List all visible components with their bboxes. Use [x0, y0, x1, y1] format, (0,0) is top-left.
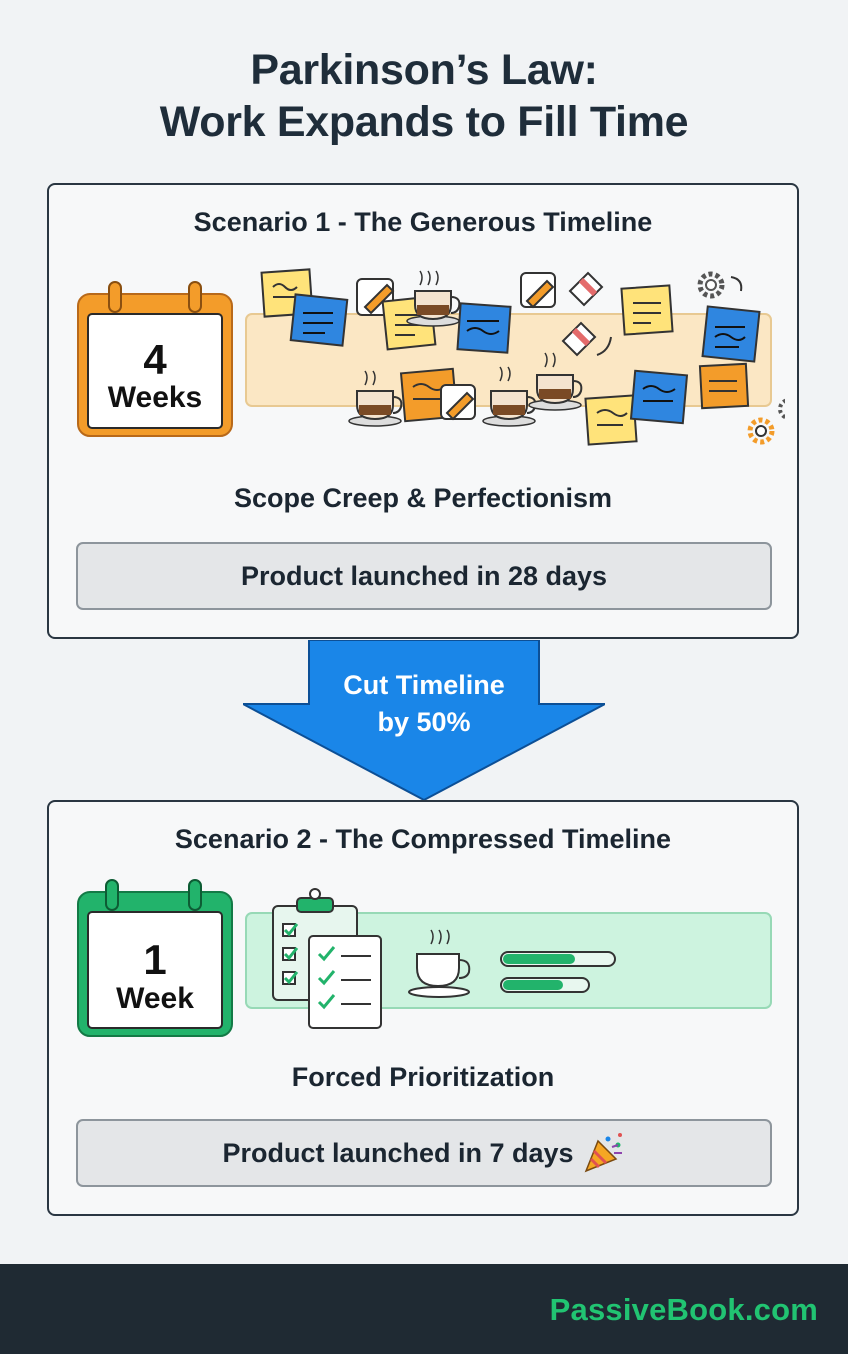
scenario-2-subtitle: Forced Prioritization — [291, 1062, 555, 1092]
scenario-1-card: Scenario 1 - The Generous Timeline 4 Wee… — [47, 183, 799, 639]
gear-icon — [747, 398, 785, 445]
title-line-2: Work Expands to Fill Time — [159, 98, 689, 146]
scenario-2-result-text: Product launched in 7 days — [222, 1137, 574, 1168]
sticky-note-icon — [698, 362, 750, 410]
sticky-note-icon — [584, 394, 638, 446]
sticky-note-icon — [629, 369, 689, 425]
eraser-icon — [568, 271, 604, 307]
sticky-note-icon — [701, 305, 761, 363]
cut-timeline-arrow: Cut Timeline by 50% — [242, 639, 606, 802]
scenario-1-subtitle: Scope Creep & Perfectionism — [233, 483, 613, 513]
coffee-cup-icon — [482, 366, 537, 427]
eraser-icon — [561, 321, 612, 357]
checklist-clipboard-icon — [272, 888, 382, 1029]
progress-bar — [500, 977, 590, 993]
title-line-1: Parkinson’s Law: — [250, 46, 598, 94]
arrow-label-line-2: by 50% — [377, 707, 471, 737]
coffee-cup-icon — [348, 370, 403, 427]
calendar-number: 1 — [143, 936, 167, 983]
sticky-note-icon — [456, 302, 512, 354]
prioritization-illustration — [272, 888, 616, 1029]
scope-creep-illustration — [260, 268, 785, 446]
sticky-note-icon — [289, 293, 349, 347]
down-arrow-icon — [242, 639, 606, 802]
coffee-cup-icon — [528, 352, 583, 411]
gear-icon — [697, 271, 743, 299]
brand-link[interactable]: PassiveBook.com — [549, 1292, 818, 1327]
coffee-cup-icon — [408, 929, 471, 998]
scenario-2-title: Scenario 2 - The Compressed Timeline — [174, 824, 672, 854]
scenario-2-card: Scenario 2 - The Compressed Timeline 1 W… — [47, 800, 799, 1216]
scenario-1-result: Product launched in 28 days — [76, 542, 772, 610]
calendar-4-weeks-icon: 4 Weeks — [76, 280, 234, 438]
coffee-cup-icon — [406, 270, 461, 327]
party-popper-icon — [584, 1133, 622, 1173]
scenario-2-result: Product launched in 7 days — [76, 1119, 772, 1187]
scenario-1-result-text: Product launched in 28 days — [240, 560, 608, 591]
calendar-unit: Week — [116, 982, 194, 1015]
page-title: Parkinson’s Law: Work Expands to Fill Ti… — [0, 44, 848, 148]
calendar-unit: Weeks — [107, 381, 203, 414]
progress-bar — [500, 951, 616, 967]
arrow-label-line-1: Cut Timeline — [343, 670, 505, 700]
sticky-note-icon — [620, 284, 674, 336]
calendar-1-week-icon: 1 Week — [76, 878, 234, 1038]
scenario-1-title: Scenario 1 - The Generous Timeline — [193, 207, 653, 237]
calendar-number: 4 — [143, 336, 167, 383]
footer-bar: PassiveBook.com — [0, 1264, 848, 1354]
pencil-icon — [440, 384, 476, 421]
pencil-icon — [520, 272, 556, 309]
